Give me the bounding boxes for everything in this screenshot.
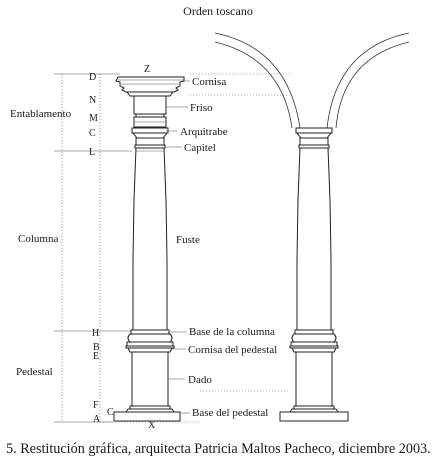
letter-c-bottom: C	[107, 407, 114, 418]
letter-h: H	[92, 328, 99, 339]
letter-x: X	[148, 420, 156, 431]
arcade-column	[214, 32, 410, 422]
letter-a: A	[93, 414, 101, 425]
label-arquitrabe: Arquitrabe	[180, 126, 228, 138]
label-dado: Dado	[188, 374, 212, 386]
label-fuste: Fuste	[176, 234, 200, 246]
letter-f: F	[93, 400, 99, 411]
diagram-title: Orden toscano	[183, 4, 253, 18]
letter-z: Z	[144, 64, 150, 75]
letter-b: B	[93, 342, 100, 353]
label-base-columna: Base de la columna	[189, 326, 275, 338]
label-friso: Friso	[190, 102, 213, 114]
letter-m: M	[89, 113, 98, 124]
section-pedestal: Pedestal	[16, 366, 53, 378]
letter-c-top: C	[89, 128, 96, 139]
letter-e: E	[93, 351, 99, 362]
label-capitel: Capitel	[184, 142, 216, 154]
label-cornisa-pedestal: Cornisa del pedestal	[188, 344, 277, 356]
letter-l: L	[89, 147, 95, 158]
label-base-pedestal: Base del pedestal	[192, 407, 268, 419]
section-entablamento: Entablamento	[10, 108, 72, 120]
leader-lines	[165, 80, 190, 414]
figure-caption: 5. Restitución gráfica, arquitecta Patri…	[6, 441, 431, 457]
guide-lines	[70, 73, 290, 423]
dimension-ticks	[54, 73, 70, 423]
column-full-order	[113, 76, 185, 422]
letter-n: N	[89, 95, 96, 106]
letter-d: D	[89, 72, 96, 83]
section-columna: Columna	[18, 233, 58, 245]
label-cornisa: Cornisa	[192, 76, 226, 88]
